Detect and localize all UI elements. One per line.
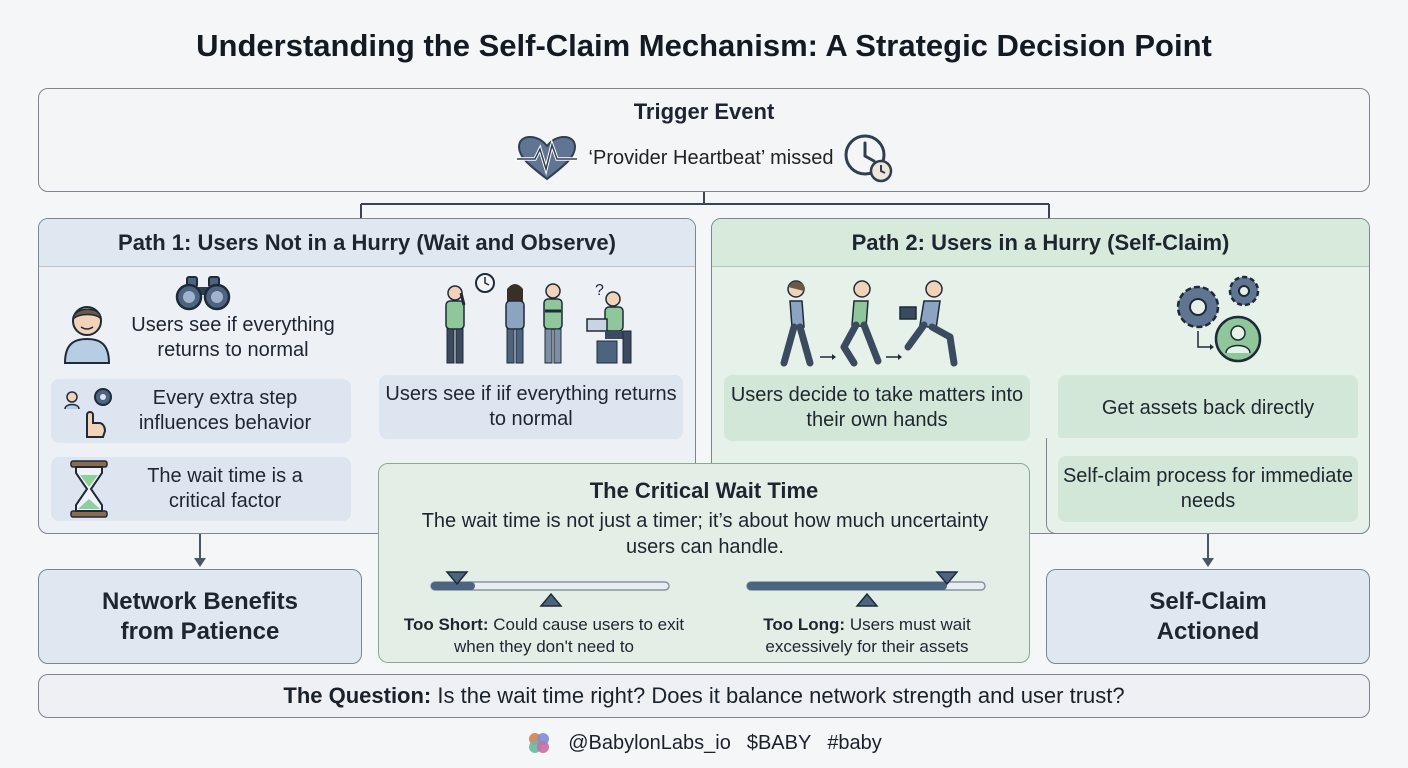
trigger-text: ‘Provider Heartbeat’ missed bbox=[588, 146, 834, 169]
path1-card-steps-text: Every extra step influences behavior bbox=[138, 387, 312, 434]
path1-title: Path 1: Users Not in a Hurry (Wait and O… bbox=[39, 219, 695, 267]
heartbeat-icon bbox=[515, 135, 579, 181]
too-long-text: Too Long: Users must wait excessively fo… bbox=[719, 614, 1015, 658]
outcome-network: Network Benefits from Patience bbox=[38, 569, 362, 664]
outcome-selfclaim-text: Self-Claim Actioned bbox=[1149, 587, 1267, 645]
critical-body: The wait time is not just a timer; it’s … bbox=[421, 510, 989, 558]
path2-title: Path 2: Users in a Hurry (Self-Claim) bbox=[712, 219, 1369, 267]
trigger-title: Trigger Event bbox=[633, 99, 775, 124]
running-people-icon bbox=[774, 277, 974, 369]
too-long-scale-icon bbox=[746, 571, 986, 607]
binoculars-icon bbox=[173, 273, 233, 313]
too-short-scale-icon bbox=[430, 571, 670, 607]
clock-icon bbox=[843, 133, 893, 183]
trigger-event-box: Trigger Event ‘Provider Heartbeat’ misse… bbox=[38, 88, 1370, 192]
path2-card-assets: Get assets back directly bbox=[1058, 375, 1358, 441]
hourglass-icon bbox=[69, 459, 109, 519]
outcome-selfclaim: Self-Claim Actioned bbox=[1046, 569, 1370, 664]
footer: @BabylonLabs_io $BABY #baby bbox=[0, 730, 1408, 756]
too-short-label: Too Short: bbox=[403, 615, 489, 634]
critical-wait-panel: The Critical Wait Time The wait time is … bbox=[378, 463, 1030, 663]
gears-user-icon bbox=[1170, 273, 1270, 365]
path1-card-wait-text: The wait time is a critical factor bbox=[147, 465, 303, 512]
footer-handle[interactable]: @BabylonLabs_io bbox=[568, 731, 731, 754]
path1-card-observe: Users see if iif everything returns to n… bbox=[379, 375, 683, 439]
too-short-desc: Could cause users to exit when they don'… bbox=[454, 615, 685, 656]
path1-card-steps: Every extra step influences behavior bbox=[51, 379, 351, 443]
user-avatar-icon bbox=[61, 299, 113, 365]
trigger-row: ‘Provider Heartbeat’ missed bbox=[39, 133, 1369, 183]
too-long-label: Too Long: bbox=[763, 615, 846, 634]
path1-item-normal: Users see if everything returns to norma… bbox=[131, 314, 335, 361]
too-long-desc: Users must wait excessively for their as… bbox=[765, 615, 971, 656]
path1-card-wait: The wait time is a critical factor bbox=[51, 457, 351, 521]
too-short-text: Too Short: Could cause users to exit whe… bbox=[399, 614, 689, 658]
gear-hand-icon bbox=[63, 385, 113, 439]
question-text: Is the wait time right? Does it balance … bbox=[437, 683, 1125, 708]
footer-hashtag[interactable]: #baby bbox=[827, 731, 882, 754]
question-bar: The Question: Is the wait time right? Do… bbox=[38, 674, 1370, 718]
babylon-logo-icon bbox=[526, 730, 552, 756]
svg-text:?: ? bbox=[595, 282, 604, 299]
path2-card-process: Self-claim process for immediate needs bbox=[1058, 456, 1358, 522]
critical-title: The Critical Wait Time bbox=[589, 478, 819, 503]
footer-ticker[interactable]: $BABY bbox=[746, 731, 812, 754]
outcome-network-text: Network Benefits from Patience bbox=[101, 587, 299, 645]
question-label: The Question: bbox=[283, 683, 432, 708]
page-title: Understanding the Self-Claim Mechanism: … bbox=[196, 28, 1212, 63]
waiting-people-icon: ? bbox=[437, 269, 643, 369]
path2-card-decide: Users decide to take matters into their … bbox=[724, 375, 1030, 441]
